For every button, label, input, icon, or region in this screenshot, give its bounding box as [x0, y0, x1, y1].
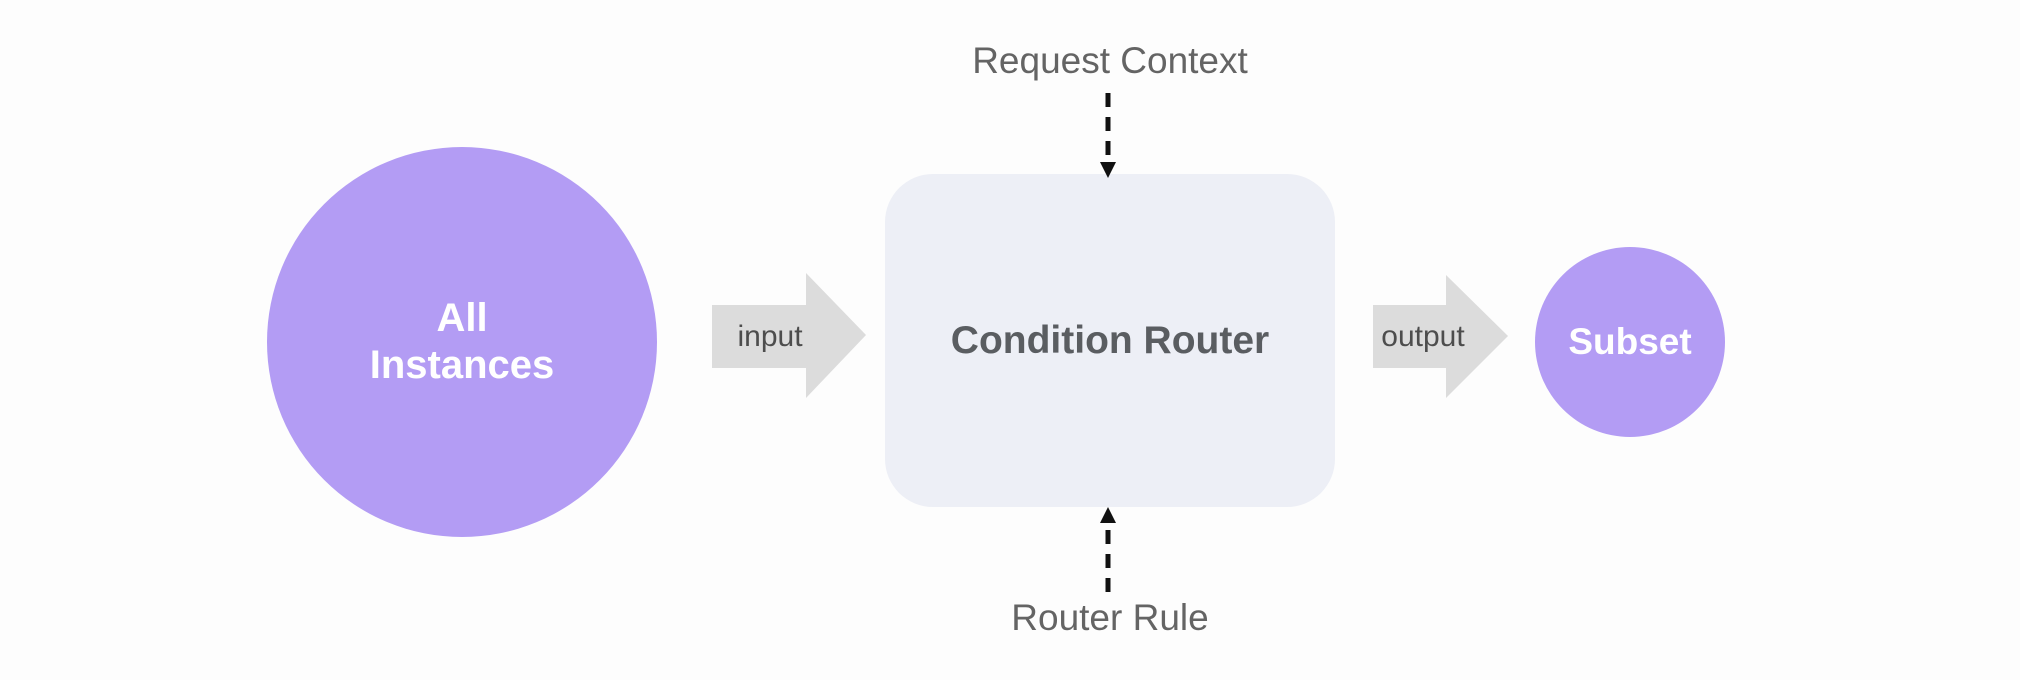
- output-label: output: [1381, 319, 1465, 353]
- all-instances-label-line2: Instances: [369, 343, 555, 387]
- router-rule-label: Router Rule: [1011, 597, 1209, 638]
- input-arrow-body: [712, 305, 806, 368]
- input-arrow-head: [806, 273, 866, 398]
- node-all-instances: All Instances: [267, 147, 657, 537]
- output-arrow-body: [1373, 305, 1446, 368]
- subset-label: Subset: [1568, 321, 1692, 362]
- request-context-label: Request Context: [972, 40, 1248, 81]
- dashed-arrow-up-icon: [1100, 507, 1116, 592]
- node-condition-router: Condition Router: [885, 174, 1335, 507]
- all-instances-label-line1: All: [436, 296, 488, 340]
- output-arrow-icon: output: [1373, 275, 1508, 398]
- dashed-arrow-down-icon: [1100, 93, 1116, 178]
- output-arrow-head: [1446, 275, 1508, 398]
- input-label: input: [737, 319, 803, 353]
- node-subset: Subset: [1535, 247, 1725, 437]
- condition-router-label: Condition Router: [950, 318, 1270, 362]
- input-arrow-icon: input: [712, 273, 866, 398]
